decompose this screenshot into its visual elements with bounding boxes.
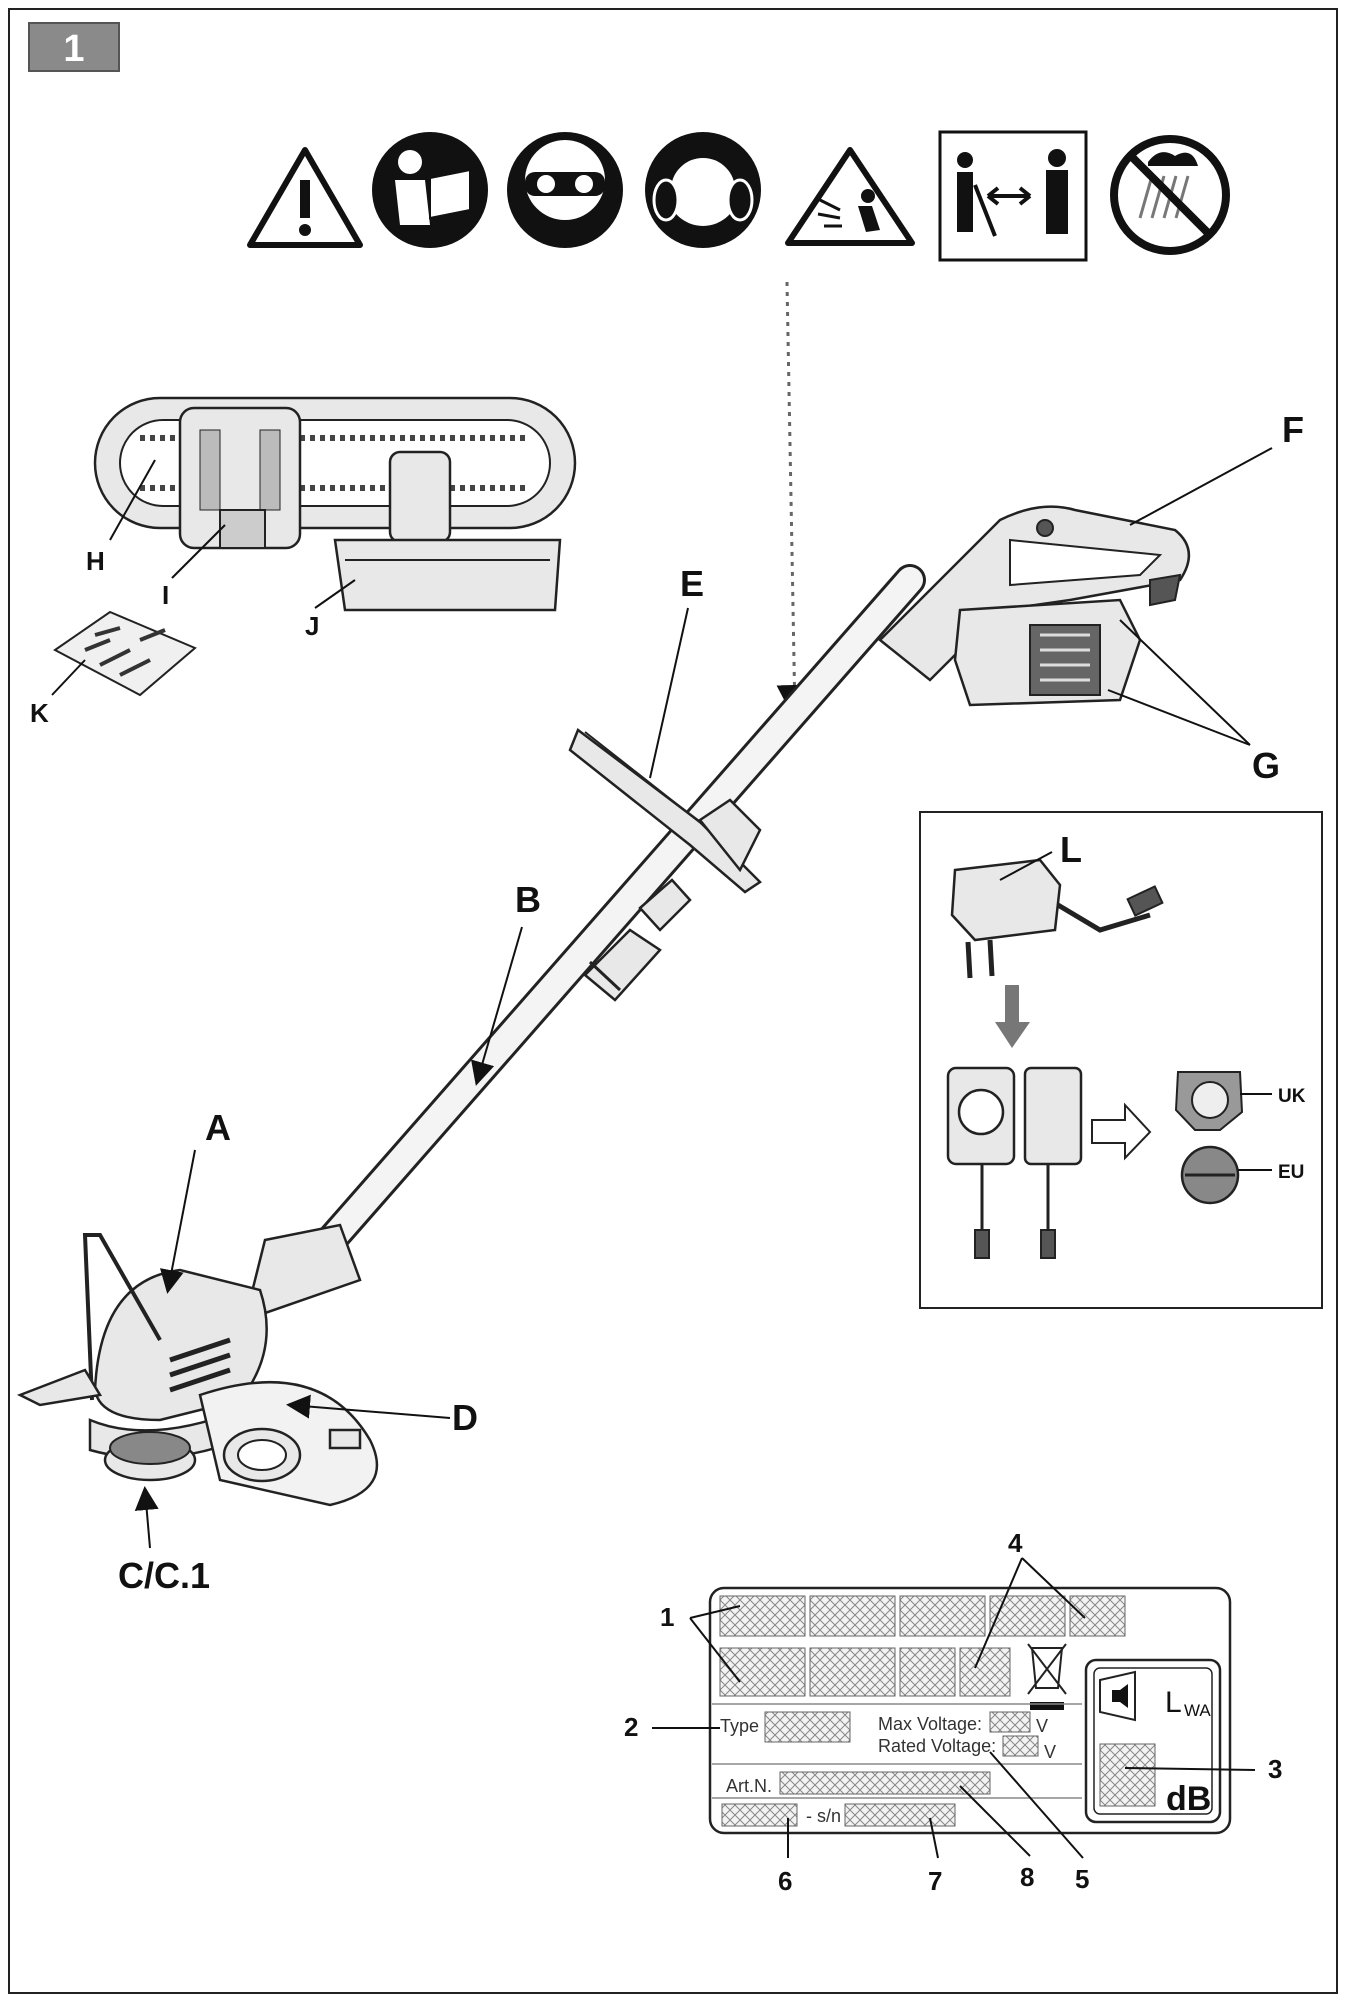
part-label-e: E xyxy=(680,563,704,604)
part-label-b: B xyxy=(515,879,541,920)
weee-bin-icon xyxy=(1027,1643,1067,1710)
flying-debris-icon xyxy=(785,147,915,246)
part-label-g: G xyxy=(1252,745,1280,786)
callout-7: 7 xyxy=(928,1866,942,1896)
part-label-d: D xyxy=(452,1397,478,1438)
page-number-badge: 1 xyxy=(28,22,120,72)
dotted-pointer xyxy=(776,281,813,721)
sound-power-icon xyxy=(1099,1670,1136,1722)
callout-8: 8 xyxy=(1020,1862,1034,1892)
read-manual-icon xyxy=(372,132,488,248)
part-label-f: F xyxy=(1282,409,1304,450)
part-label-a: A xyxy=(205,1107,231,1148)
callout-1: 1 xyxy=(660,1602,674,1632)
eye-protection-icon xyxy=(507,132,623,248)
ear-protection-icon xyxy=(645,132,761,248)
eu-plug-icon xyxy=(1180,1145,1240,1205)
right-arrow xyxy=(1091,1102,1152,1161)
safety-icons-row xyxy=(247,130,1230,262)
callout-5: 5 xyxy=(1075,1864,1089,1894)
charger-box: UK EU xyxy=(919,811,1323,1309)
part-label-l: L xyxy=(1060,829,1082,870)
part-labels: A B C/C.1 D E F G H I J K L xyxy=(30,409,1304,1596)
plate-rated-voltage-unit: V xyxy=(1044,1742,1056,1762)
part-label-k: K xyxy=(30,698,49,728)
wall-hanger xyxy=(93,396,577,612)
uk-plug-icon xyxy=(1174,1071,1244,1131)
auxiliary-handle xyxy=(568,728,762,894)
plate-max-voltage-label: Max Voltage: xyxy=(878,1714,982,1734)
plate-max-voltage-unit: V xyxy=(1036,1716,1048,1736)
part-label-j: J xyxy=(305,611,319,641)
charger-adapter xyxy=(950,858,1164,979)
plate-rated-voltage-label: Rated Voltage: xyxy=(878,1736,996,1756)
part-label-h: H xyxy=(86,546,105,576)
keep-distance-icon xyxy=(938,130,1088,262)
uk-label: UK xyxy=(1278,1086,1306,1107)
part-label-c: C/C.1 xyxy=(118,1555,210,1596)
plate-lwa-sub: WA xyxy=(1184,1701,1211,1720)
battery-pack xyxy=(953,573,1182,707)
page-frame xyxy=(8,8,1338,1994)
warning-triangle-icon xyxy=(247,147,363,248)
callout-3: 3 xyxy=(1268,1754,1282,1784)
part-label-i: I xyxy=(162,580,169,610)
rating-plate: Type Max Voltage: V Rated Voltage: V Art… xyxy=(708,1586,1232,1835)
callout-6: 6 xyxy=(778,1866,792,1896)
shaft-collar xyxy=(583,878,692,1002)
callout-4: 4 xyxy=(1008,1528,1023,1558)
trimmer xyxy=(16,505,1190,1507)
no-rain-icon xyxy=(1110,135,1230,255)
spool-head xyxy=(103,1427,302,1483)
flower-guard xyxy=(82,1233,162,1401)
plate-type-label: Type xyxy=(720,1716,759,1736)
plate-db-label: dB xyxy=(1166,1780,1211,1818)
charger-front-back xyxy=(946,1066,1083,1259)
plate-lwa-label: L xyxy=(1165,1686,1182,1719)
plate-callouts: 1 2 3 4 5 6 7 8 xyxy=(624,1528,1282,1896)
screws-pack xyxy=(53,610,197,697)
plate-art-label: Art.N. xyxy=(726,1776,772,1796)
plate-sn-label: - s/n xyxy=(806,1806,841,1826)
callout-2: 2 xyxy=(624,1712,638,1742)
eu-label: EU xyxy=(1278,1162,1304,1183)
